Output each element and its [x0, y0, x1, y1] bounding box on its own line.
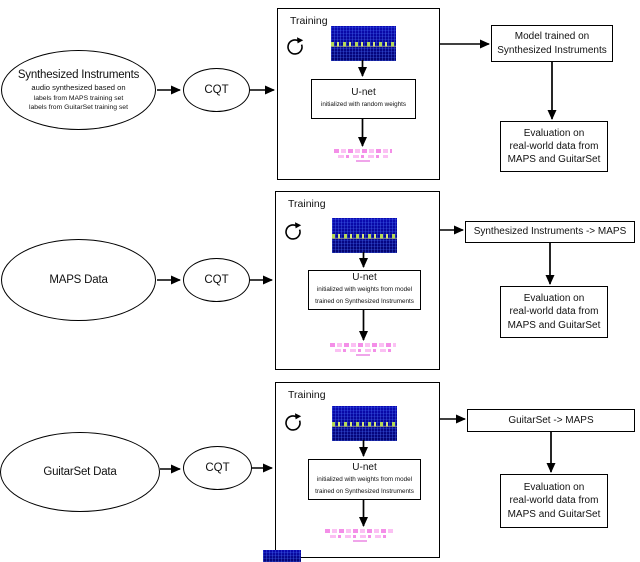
cqt-ellipse: CQT [183, 446, 252, 490]
pianoroll-row [356, 354, 370, 356]
cropped-spectrogram-image [263, 550, 301, 562]
result-line: Model trained on [514, 31, 590, 43]
evaluation-line: real-world data from [509, 306, 599, 318]
cqt-label: CQT [204, 84, 229, 96]
evaluation-line: real-world data from [509, 140, 599, 152]
pianoroll-row [325, 529, 395, 533]
unet-note: initialized with weights from model [316, 475, 413, 483]
evaluation-line: Evaluation on [523, 482, 585, 494]
unet-box: U-net initialized with random weights [311, 79, 416, 119]
spectrogram-band [331, 42, 396, 48]
cqt-label: CQT [204, 274, 229, 286]
unet-title: U-net [352, 272, 377, 284]
training-box: Training U-net initialized with weights … [275, 382, 440, 558]
evaluation-box: Evaluation on real-world data from MAPS … [500, 474, 608, 528]
spectrogram-band [332, 422, 397, 428]
unet-box: U-net initialized with weights from mode… [308, 270, 421, 310]
pianoroll-output-image [330, 343, 396, 356]
unet-note: initialized with random weights [320, 101, 407, 109]
spectrogram-image [332, 218, 397, 253]
loop-icon [287, 37, 304, 55]
source-ellipse-guitarset-data: GuitarSet Data [0, 432, 160, 512]
training-label: Training [290, 15, 328, 27]
source-detail: labels from MAPS training set [33, 94, 124, 102]
pianoroll-output-image [334, 149, 392, 162]
cqt-ellipse: CQT [183, 68, 250, 112]
spectrogram-image [331, 26, 396, 61]
training-label: Training [288, 198, 326, 210]
pianoroll-row [330, 343, 396, 347]
unet-title: U-net [352, 461, 377, 473]
unet-title: U-net [351, 87, 376, 99]
unet-note: trained on Synthesized Instruments [315, 487, 414, 495]
result-line: Synthesized Instruments [497, 44, 607, 56]
result-line: GuitarSet -> MAPS [508, 414, 594, 426]
evaluation-line: MAPS and GuitarSet [507, 319, 601, 331]
spectrogram-line [332, 238, 397, 240]
loop-icon [285, 413, 302, 431]
pianoroll-row [334, 349, 392, 352]
evaluation-line: real-world data from [509, 495, 599, 507]
pianoroll-row [356, 160, 370, 162]
unet-note: initialized with weights from model [316, 286, 413, 294]
source-ellipse-synthesized-instruments: Synthesized Instruments audio synthesize… [1, 50, 156, 130]
evaluation-line: Evaluation on [523, 127, 585, 139]
spectrogram-image [332, 406, 397, 441]
pianoroll-row [338, 155, 388, 158]
pianoroll-row [329, 535, 391, 538]
training-box: Training U-net initialized with random w… [277, 8, 440, 180]
evaluation-line: Evaluation on [523, 293, 585, 305]
cqt-label: CQT [205, 462, 230, 474]
source-ellipse-maps-data: MAPS Data [1, 239, 156, 321]
pianoroll-output-image [325, 529, 395, 542]
cqt-ellipse: CQT [183, 258, 250, 302]
evaluation-box: Evaluation on real-world data from MAPS … [500, 286, 608, 338]
source-title: GuitarSet Data [43, 466, 117, 478]
pianoroll-row [334, 149, 392, 153]
evaluation-line: MAPS and GuitarSet [507, 154, 601, 166]
result-box-synth-to-maps: Synthesized Instruments -> MAPS [465, 221, 635, 243]
training-box: Training U-net initialized with weights … [275, 191, 440, 370]
unet-box: U-net initialized with weights from mode… [308, 459, 421, 500]
spectrogram-band [332, 234, 397, 240]
source-title: Synthesized Instruments [17, 69, 140, 81]
pianoroll-row [353, 540, 367, 542]
result-box-guitarset-to-maps: GuitarSet -> MAPS [467, 409, 635, 432]
source-title: MAPS Data [49, 274, 108, 286]
training-label: Training [288, 389, 326, 401]
unet-note: trained on Synthesized Instruments [315, 298, 414, 305]
result-line: Synthesized Instruments -> MAPS [473, 226, 627, 238]
spectrogram-line [331, 46, 396, 48]
source-detail: labels from GuitarSet training set [29, 104, 128, 111]
result-box-model-trained: Model trained on Synthesized Instruments [491, 25, 613, 62]
source-detail: audio synthesized based on [31, 83, 126, 92]
evaluation-box: Evaluation on real-world data from MAPS … [500, 121, 608, 172]
loop-icon [285, 222, 302, 240]
evaluation-line: MAPS and GuitarSet [507, 508, 601, 520]
spectrogram-line [332, 426, 397, 428]
